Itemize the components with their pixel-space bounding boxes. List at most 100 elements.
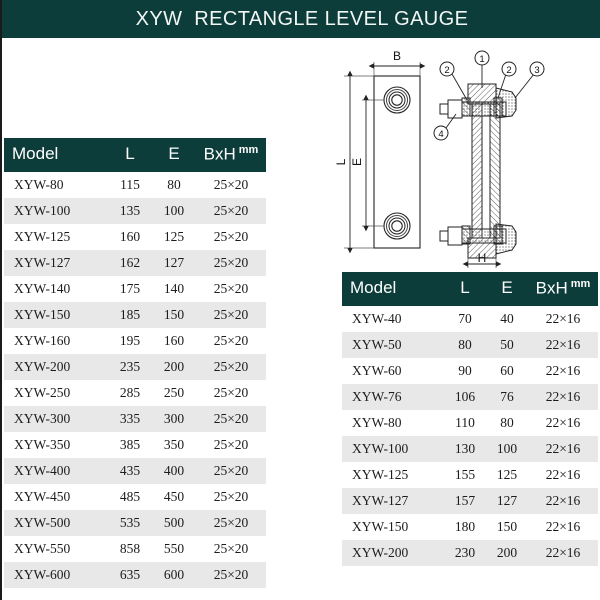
cell-l: 80	[444, 331, 486, 358]
column-header-bxh-label: BxH	[535, 278, 568, 298]
cell-model: XYW-100	[342, 435, 444, 462]
callout-label-3: 3	[534, 65, 539, 76]
callout-label-4: 4	[438, 129, 443, 140]
cell-bxh: 25×20	[196, 197, 266, 224]
cell-l: 155	[444, 461, 486, 488]
cell-model: XYW-150	[4, 301, 108, 328]
cell-model: XYW-125	[342, 461, 444, 488]
cell-e: 200	[486, 539, 528, 566]
dimension-label-e: E	[350, 158, 364, 166]
part-shank-top	[461, 101, 507, 117]
cell-bxh: 22×16	[528, 409, 598, 436]
cell-model: XYW-127	[342, 487, 444, 514]
cell-bxh: 25×20	[196, 457, 266, 484]
page-title-banner: XYW RECTANGLE LEVEL GAUGE	[2, 0, 600, 38]
cell-model: XYW-100	[4, 197, 108, 224]
cell-bxh: 22×16	[528, 487, 598, 514]
section-glass-channel	[481, 103, 491, 239]
cell-e: 600	[152, 561, 196, 588]
cell-l: 195	[108, 327, 152, 354]
cell-l: 160	[108, 223, 152, 250]
cell-l: 175	[108, 275, 152, 302]
technical-drawing: B L E	[334, 49, 545, 268]
cell-bxh: 25×20	[196, 431, 266, 458]
cell-l: 157	[444, 487, 486, 514]
cell-e: 450	[152, 483, 196, 510]
cell-model: XYW-160	[4, 327, 108, 354]
cell-l: 385	[108, 431, 152, 458]
cell-l: 535	[108, 509, 152, 536]
cell-model: XYW-400	[4, 457, 108, 484]
cell-l: 162	[108, 249, 152, 276]
cell-bxh: 22×16	[528, 305, 598, 332]
cell-e: 127	[152, 249, 196, 276]
cell-bxh: 25×20	[196, 301, 266, 328]
cell-l: 180	[444, 513, 486, 540]
cell-bxh: 25×20	[196, 379, 266, 406]
callout-bubble-4	[433, 125, 449, 141]
cell-l: 235	[108, 353, 152, 380]
callout-bubble-2-left	[439, 61, 455, 77]
cell-l: 115	[108, 171, 152, 198]
callout-bubble-3	[529, 61, 545, 77]
part-shank-bottom	[461, 228, 507, 244]
cell-l: 230	[444, 539, 486, 566]
cell-e: 200	[152, 353, 196, 380]
cell-bxh: 22×16	[528, 383, 598, 410]
front-view: B L E	[334, 49, 426, 254]
column-header-e: E	[486, 272, 528, 306]
cell-model: XYW-127	[4, 249, 108, 276]
column-header-model: Model	[342, 272, 444, 306]
callout-bubble-1	[474, 50, 490, 66]
cell-l: 635	[108, 561, 152, 588]
cell-l: 70	[444, 305, 486, 332]
unit-label: mm	[238, 144, 259, 156]
cell-model: XYW-300	[4, 405, 108, 432]
cell-model: XYW-150	[342, 513, 444, 540]
cell-bxh: 22×16	[528, 357, 598, 384]
column-header-l: L	[444, 272, 486, 306]
cell-e: 100	[486, 435, 528, 462]
cell-model: XYW-250	[4, 379, 108, 406]
cell-l: 435	[108, 457, 152, 484]
callout-label-2-left: 2	[444, 65, 449, 76]
cell-l: 135	[108, 197, 152, 224]
cell-e: 160	[152, 327, 196, 354]
cell-model: XYW-200	[342, 539, 444, 566]
dimension-label-h: H	[478, 251, 487, 265]
cell-model: XYW-200	[4, 353, 108, 380]
callout-label-1: 1	[479, 54, 484, 65]
cell-l: 106	[444, 383, 486, 410]
cell-bxh: 25×20	[196, 275, 266, 302]
cell-l: 90	[444, 357, 486, 384]
cell-bxh: 25×20	[196, 171, 266, 198]
cell-e: 40	[486, 305, 528, 332]
cell-model: XYW-80	[4, 171, 108, 198]
cell-l: 335	[108, 405, 152, 432]
cell-bxh: 25×20	[196, 353, 266, 380]
cell-model: XYW-500	[4, 509, 108, 536]
callouts: 1 2 2 3 4	[433, 50, 545, 141]
cell-bxh: 25×20	[196, 249, 266, 276]
